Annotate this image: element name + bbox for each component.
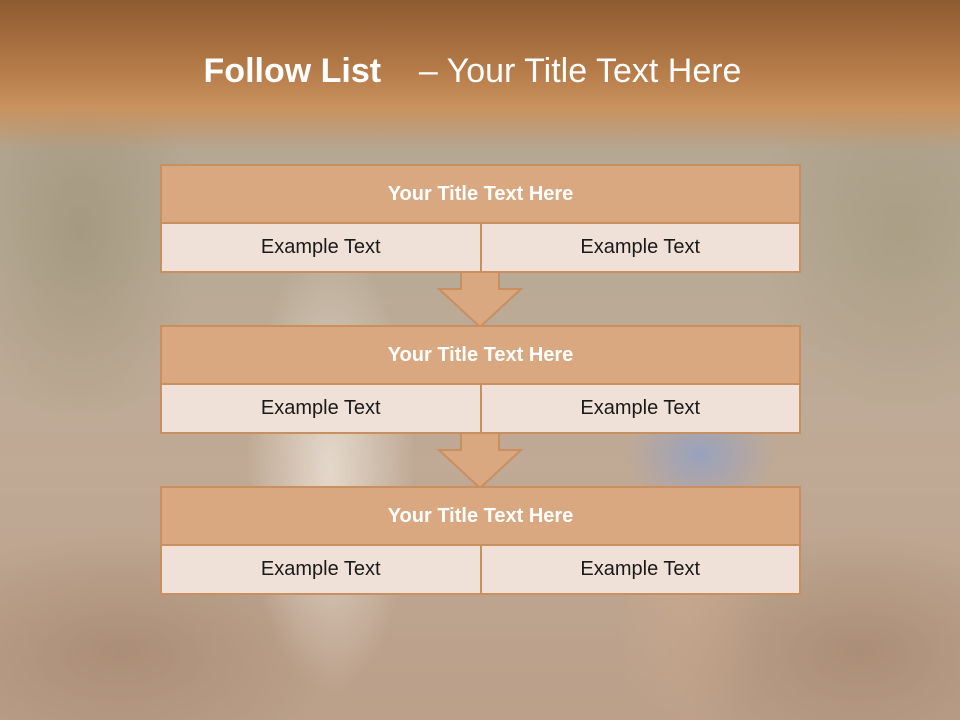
step-box-left-text: Example Text [162, 385, 480, 432]
step-box-3: Your Title Text Here Example Text Exampl… [160, 486, 801, 595]
step-box-right-text: Example Text [479, 546, 799, 593]
step-box-left-text: Example Text [162, 224, 480, 271]
down-arrow-icon [437, 432, 523, 490]
slide-title: Follow List – Your Title Text Here [0, 52, 945, 91]
step-box-2: Your Title Text Here Example Text Exampl… [160, 325, 801, 434]
step-box-1: Your Title Text Here Example Text Exampl… [160, 164, 801, 273]
step-box-left-text: Example Text [162, 546, 480, 593]
slide-title-bold: Follow List [203, 52, 382, 90]
step-box-title: Your Title Text Here [162, 327, 799, 385]
down-arrow-icon [437, 271, 523, 329]
step-box-title: Your Title Text Here [162, 488, 799, 546]
step-box-title: Your Title Text Here [162, 166, 799, 224]
step-box-right-text: Example Text [479, 385, 799, 432]
step-box-right-text: Example Text [479, 224, 799, 271]
title-band [0, 0, 960, 150]
slide-title-rest: – Your Title Text Here [418, 52, 742, 90]
